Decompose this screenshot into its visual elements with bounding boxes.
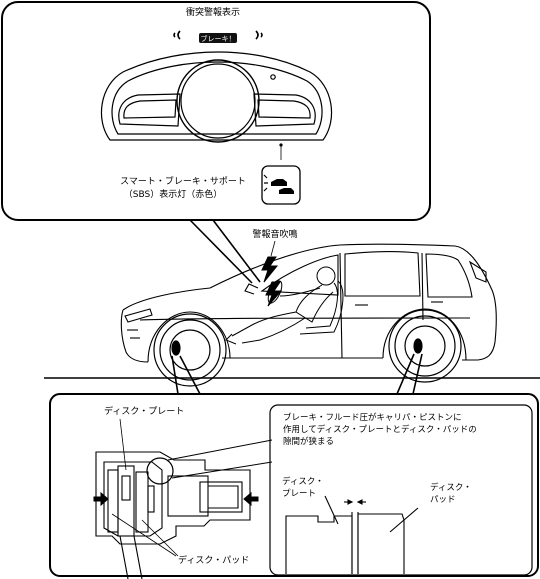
caliper-note-box [269,404,533,576]
pad-leaders [111,418,179,557]
caliper-note-line1: ブレーキ・フルード圧がキャリパ・ピストンに [283,412,462,423]
cluster-callout-wedge [189,219,261,284]
sbs-lamp-icon [261,165,301,205]
detail-pad-line1: ディスク・ [430,482,472,493]
clearance-detail [285,495,419,574]
car-body [120,243,497,363]
sbs-label-line1: スマート・ブレーキ・サポート [120,175,246,187]
detail-pad-line2: パッド [430,495,456,505]
sbs-leader-dot [279,143,283,147]
disc-pad-label: ディスク・パッド [178,554,249,566]
instrument-cluster [100,51,333,143]
rear-wheel [388,309,462,383]
alarm-label: 警報音吹鳴 [252,228,297,240]
wheel-callout-wedges [171,353,423,395]
front-wheel [153,313,227,387]
disc-plate-label: ディスク・プレート [104,405,184,417]
zoom-lines [167,439,273,479]
collision-warning-label: 衝突警報表示 [186,6,240,18]
caliper-note-line2: 作用してディスク・プレートとディスク・パッドの [283,424,477,435]
detail-plate-line1: ディスク・ [282,476,324,487]
detail-plate-line2: プレート [282,489,316,499]
caliper-note-line3: 隙間が狭まる [283,436,334,447]
flash-marks-icon [173,30,263,40]
zoom-circle [146,457,174,485]
pressure-arrows [93,491,259,507]
brake-badge-text: ブレーキ！ [201,34,236,43]
sbs-label-line2: （SBS）表示灯（赤色） [124,188,222,200]
caliper-assembly [95,451,251,579]
brake-badge [199,33,237,43]
cluster-panel [1,1,431,221]
alarm-sound-icon [261,256,283,307]
driver-figure [225,266,344,345]
